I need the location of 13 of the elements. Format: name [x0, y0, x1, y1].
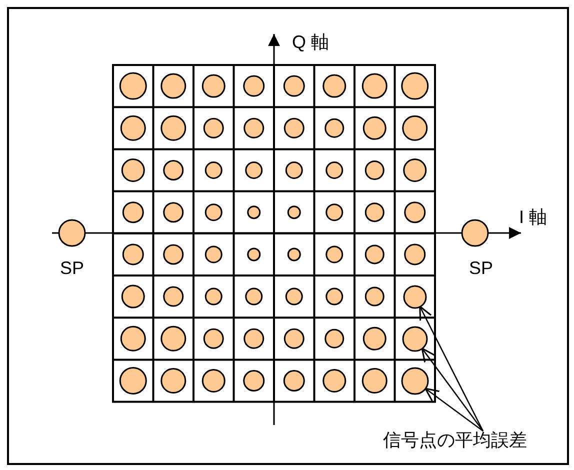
axis-label: Q 軸 — [292, 31, 330, 53]
signal-point — [402, 284, 427, 309]
signal-point — [461, 219, 489, 247]
point-label: SP — [469, 257, 494, 279]
leader-arrow — [421, 348, 484, 432]
signal-point — [402, 326, 428, 352]
signal-point — [58, 219, 86, 247]
callout-label: 信号点の平均誤差 — [383, 429, 527, 451]
point-label: SP — [60, 257, 84, 279]
leader-arrow — [419, 306, 484, 432]
axis-label: I 軸 — [519, 206, 548, 228]
signal-point — [400, 366, 429, 395]
leader-arrow — [424, 388, 484, 432]
